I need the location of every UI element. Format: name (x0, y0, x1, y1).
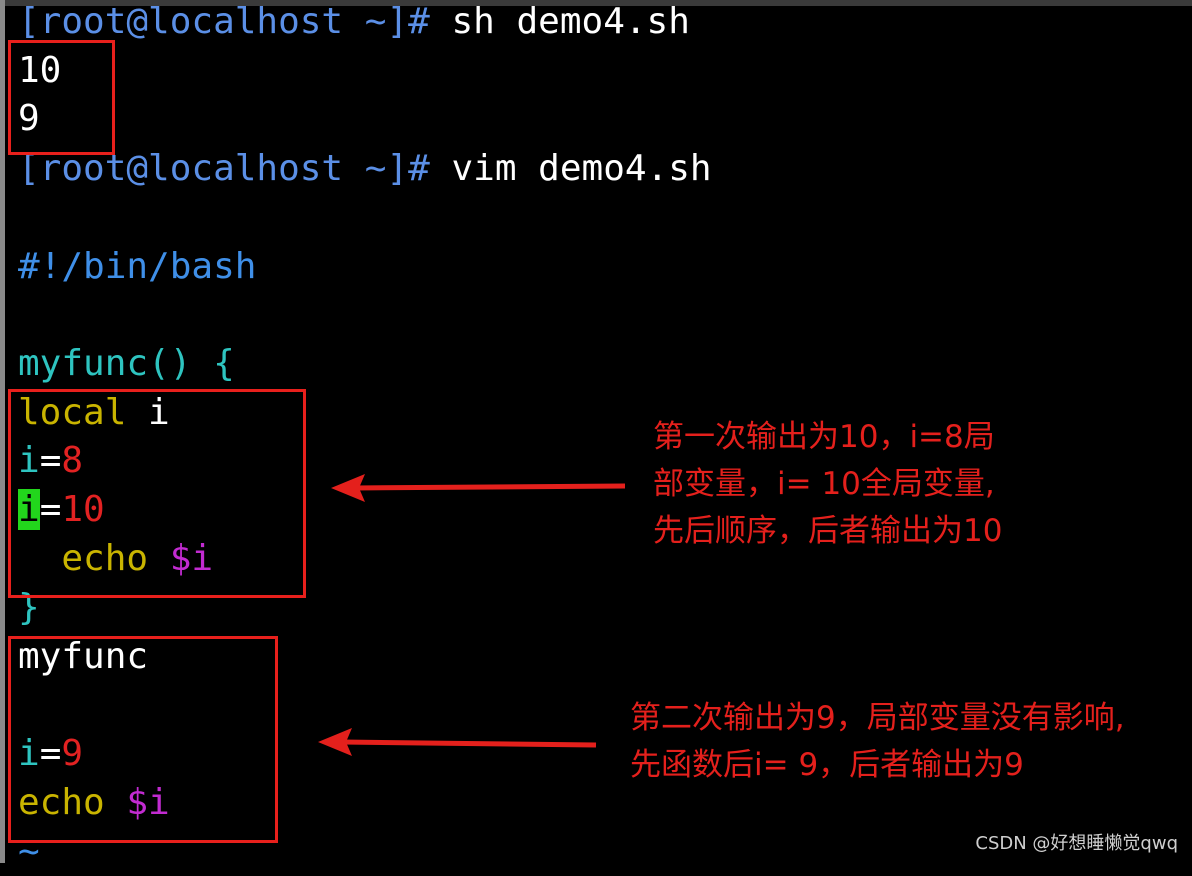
shell-command: vim demo4.sh (429, 148, 712, 189)
arrow-left-icon (331, 474, 626, 502)
vim-cursor: i (18, 489, 40, 530)
output-line-10: 10 (18, 50, 62, 91)
arrow-left-icon (318, 728, 597, 756)
code-line-echo-inner: echo $i (18, 535, 213, 583)
prompt-line-sh: [root@localhost ~]# sh demo4.sh (18, 0, 690, 46)
shell-prompt: [root@localhost ~]# (18, 1, 430, 42)
assign-operator: = (39, 489, 62, 530)
annotation-line: 先函数后i= 9，后者输出为9 (630, 747, 1024, 783)
code-line-echo-outer: echo $i (18, 779, 170, 827)
csdn-watermark: CSDN @好想睡懒觉qwq (975, 833, 1178, 854)
keyword-echo: echo (61, 538, 149, 579)
variable-name: i (126, 392, 170, 433)
variable-name: i (18, 733, 40, 774)
output-line-9: 9 (18, 98, 40, 139)
assign-operator: = (39, 440, 62, 481)
keyword-local: local (18, 392, 127, 433)
number-literal: 8 (61, 440, 84, 481)
shebang-line: #!/bin/bash (18, 246, 257, 287)
number-literal: 10 (61, 489, 105, 530)
window-left-edge (0, 0, 5, 863)
code-line-assign-10: i=10 (18, 486, 105, 534)
keyword-echo: echo (18, 782, 105, 823)
code-line-assign-9: i=9 (18, 730, 83, 778)
window-top-edge (0, 0, 1192, 6)
prompt-line-vim: [root@localhost ~]# vim demo4.sh (18, 145, 712, 193)
annotation-line: 先后顺序，后者输出为10 (653, 513, 1003, 549)
highlight-box-call (8, 636, 278, 843)
annotation-line: 第二次输出为9，局部变量没有影响, (630, 700, 1125, 736)
shell-command: sh demo4.sh (429, 1, 690, 42)
annotation-first-output: 第一次输出为10，i=8局部变量，i= 10全局变量, 先后顺序，后者输出为10 (653, 414, 1002, 555)
function-declaration: myfunc() { (18, 343, 235, 384)
function-call: myfunc (18, 636, 149, 677)
variable-name: i (18, 440, 40, 481)
code-line-assign-8: i=8 (18, 437, 83, 485)
highlight-box-function-body (8, 389, 306, 598)
variable-reference: $i (104, 782, 170, 823)
highlight-box-output (8, 40, 115, 155)
annotation-line: 第一次输出为10，i=8局 (653, 419, 995, 455)
code-line-local: local i (18, 389, 170, 437)
annotation-line: 部变量，i= 10全局变量, (653, 466, 995, 502)
annotation-second-output: 第二次输出为9，局部变量没有影响, 先函数后i= 9，后者输出为9 (630, 695, 1125, 789)
assign-operator: = (39, 733, 62, 774)
variable-reference: $i (148, 538, 214, 579)
number-literal: 9 (61, 733, 84, 774)
